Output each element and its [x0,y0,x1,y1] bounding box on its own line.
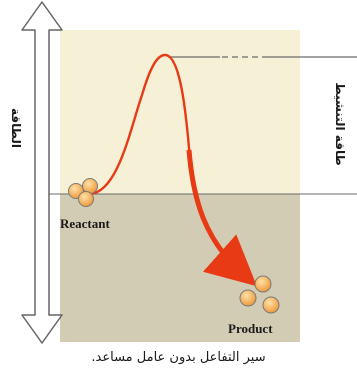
product-label: Product [228,321,273,336]
lower-region [60,194,300,342]
energy-drop-arrow [186,149,257,287]
diagram-caption: سير التفاعل بدون عامل مساعد. [91,350,266,365]
energy-diagram: Reactant Product الطاقة طاقة التنشيط [9,1,357,344]
product-molecules [239,275,280,314]
energy-curve [89,53,192,196]
activation-energy-label: طاقة التنشيط [333,82,347,166]
reactant-label: Reactant [60,216,110,231]
upper-region [60,30,300,194]
y-axis-label: الطاقة [9,108,23,148]
energy-axis-arrow [21,1,63,344]
reactant-molecules [68,178,98,207]
